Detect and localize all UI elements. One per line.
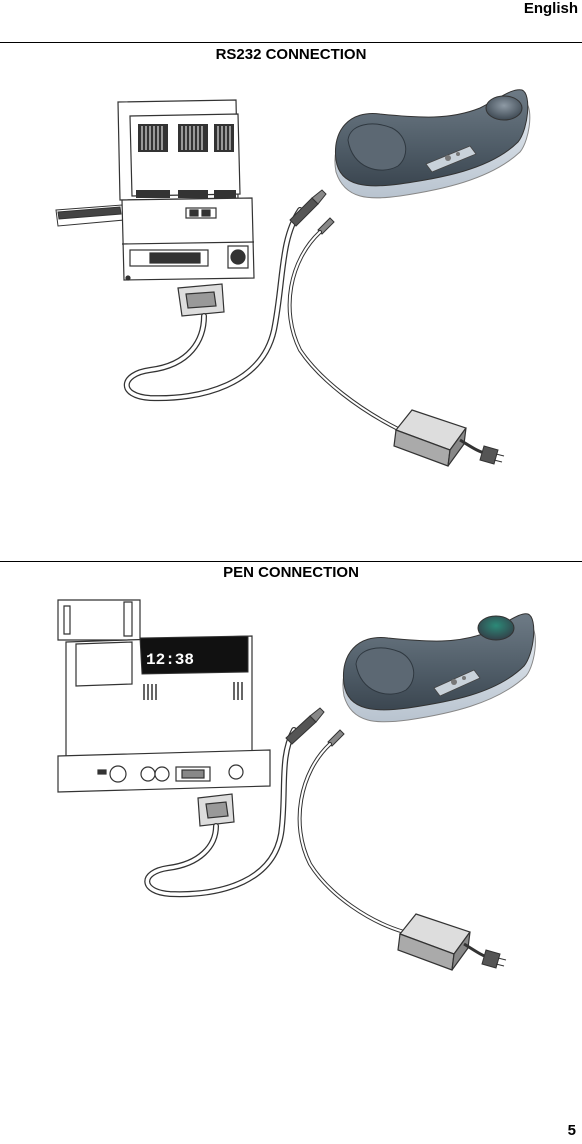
cradle-cable-connector xyxy=(290,190,326,226)
plug-drawing xyxy=(482,950,506,968)
db9-connector-drawing xyxy=(178,284,224,316)
power-supply-drawing xyxy=(398,914,470,970)
register-display-digits: 12:38 xyxy=(146,651,194,669)
keyboard-drawing xyxy=(56,205,124,226)
cradle-drawing xyxy=(335,90,530,198)
plug-drawing xyxy=(480,446,504,464)
section-title-pen: PEN CONNECTION xyxy=(0,564,582,582)
terminal-drawing xyxy=(118,100,254,280)
cradle-drawing xyxy=(343,614,535,722)
cash-register-drawing xyxy=(58,600,270,792)
section-divider xyxy=(0,42,582,43)
section-title-rs232: RS232 CONNECTION xyxy=(0,46,582,64)
register-display: 12:38 xyxy=(140,636,248,674)
language-label: English xyxy=(524,0,578,18)
rs232-connection-illustration xyxy=(0,80,582,480)
pen-connection-illustration: 12:38 xyxy=(0,596,582,996)
page-number: 5 xyxy=(568,1122,576,1140)
power-supply-drawing xyxy=(394,410,466,466)
section-divider xyxy=(0,561,582,562)
pen-connector-drawing xyxy=(198,794,234,826)
cradle-cable-connector xyxy=(286,708,324,744)
